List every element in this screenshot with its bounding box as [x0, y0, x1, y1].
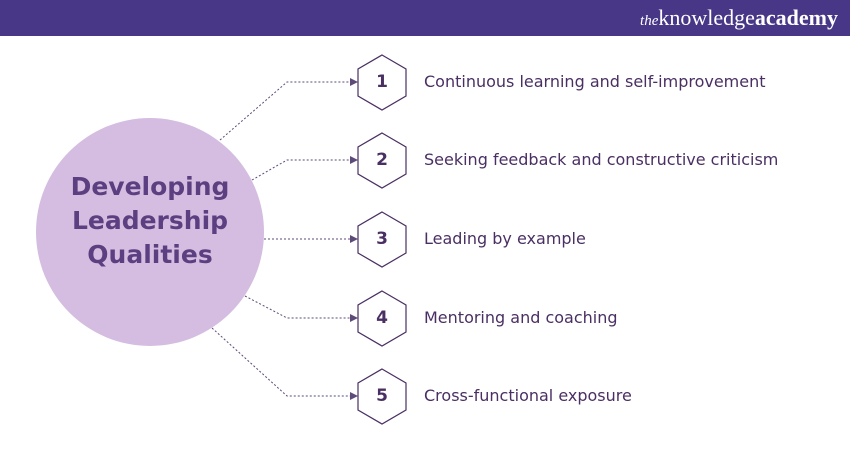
- hexagon-1: [357, 54, 407, 111]
- item-label-2: Seeking feedback and constructive critic…: [424, 150, 779, 169]
- brand-logo: theknowledgeacademy: [640, 5, 838, 34]
- item-label-4: Mentoring and coaching: [424, 308, 618, 327]
- connector-5: [211, 327, 358, 400]
- center-title-line: Developing: [70, 172, 230, 201]
- logo-main: knowledge: [658, 5, 755, 30]
- item-number-4: 4: [376, 308, 388, 328]
- number-hexagons: [357, 54, 407, 425]
- item-number-3: 3: [376, 229, 388, 249]
- item-number-2: 2: [376, 150, 388, 170]
- connectors: [211, 78, 358, 400]
- connector-4: [244, 295, 358, 322]
- hexagon-4: [357, 290, 407, 347]
- center-circle: [36, 118, 264, 346]
- item-number-5: 5: [376, 386, 388, 406]
- item-label-5: Cross-functional exposure: [424, 386, 632, 405]
- connector-1: [219, 78, 358, 141]
- item-label-3: Leading by example: [424, 229, 586, 248]
- center-title-line: Qualities: [87, 240, 213, 269]
- center-title-line: Leadership: [71, 206, 229, 235]
- item-number-1: 1: [376, 72, 388, 92]
- center-title: Developing Leadership Qualities: [36, 170, 264, 272]
- connector-2: [251, 156, 358, 181]
- hexagon-3: [357, 211, 407, 268]
- item-label-1: Continuous learning and self-improvement: [424, 72, 766, 91]
- hexagon-5: [357, 368, 407, 425]
- logo-suffix: academy: [754, 5, 838, 30]
- hexagon-2: [357, 132, 407, 189]
- logo-prefix: the: [640, 13, 659, 29]
- header-bar: theknowledgeacademy: [0, 0, 850, 36]
